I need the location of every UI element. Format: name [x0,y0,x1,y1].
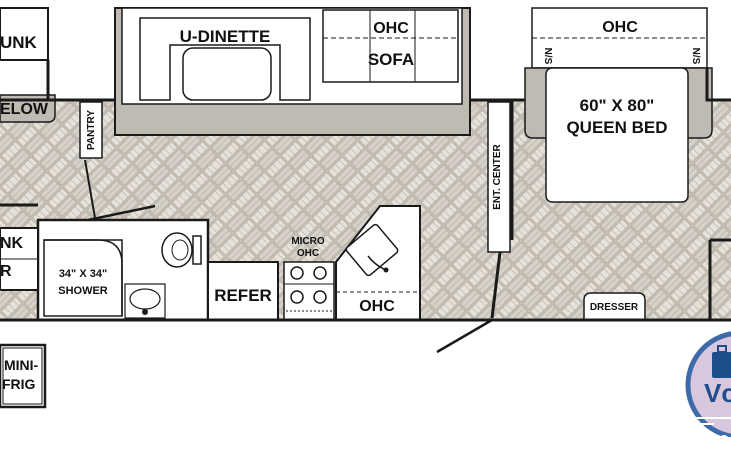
bathroom-sink-icon [124,283,166,319]
dresser [583,292,646,320]
sofa-label: SOFA [368,50,414,69]
pantry-label: PANTRY [86,110,97,150]
shower-label: SHOWER [58,285,108,297]
ent-center-label: ENT. CENTER [492,143,503,209]
bunk-top [0,7,49,61]
queen-bed [545,67,689,203]
pillow-label: ELOW [0,101,49,118]
kitchen-sink-icon [345,223,399,277]
queen-bed-label: QUEEN BED [566,118,667,137]
mini-frig-label-2: FRIG [2,376,36,392]
refer-label: REFER [214,286,272,305]
shower-size-label: 34" X 34" [59,268,107,280]
ohc-sofa-label: OHC [373,20,409,37]
dinette-table [182,47,272,101]
rv-logo: Vc [685,331,731,445]
ohc-kitchen-label: OHC [359,298,395,315]
toilet-icon [161,232,202,268]
pillow-area [0,94,56,123]
logo-text: Vc [704,378,731,408]
dresser-label: DRESSER [590,302,639,313]
rv-icon [693,417,731,445]
bunk-bottom-label-2: R [0,263,12,280]
mini-frig-label-1: MINI- [4,357,39,373]
walls [0,60,731,322]
u-dinette-label: U-DINETTE [180,27,271,46]
bunk-top-label: UNK [0,33,38,52]
u-dinette [139,17,311,101]
nightstand-left-label: N/S [542,48,553,65]
ohc-bedroom-label: OHC [602,19,638,36]
pantry [79,101,103,159]
stove-icon [283,261,335,321]
nightstand-right-label: N/S [690,48,701,65]
micro-ohc-label: OHC [297,248,319,259]
entry-door [436,318,493,354]
sofa [322,9,459,83]
bunk-bottom-label-1: NK [0,235,24,252]
queen-bed-size-label: 60" X 80" [580,96,655,115]
mini-frig [0,343,47,409]
micro-label: MICRO [291,236,325,247]
